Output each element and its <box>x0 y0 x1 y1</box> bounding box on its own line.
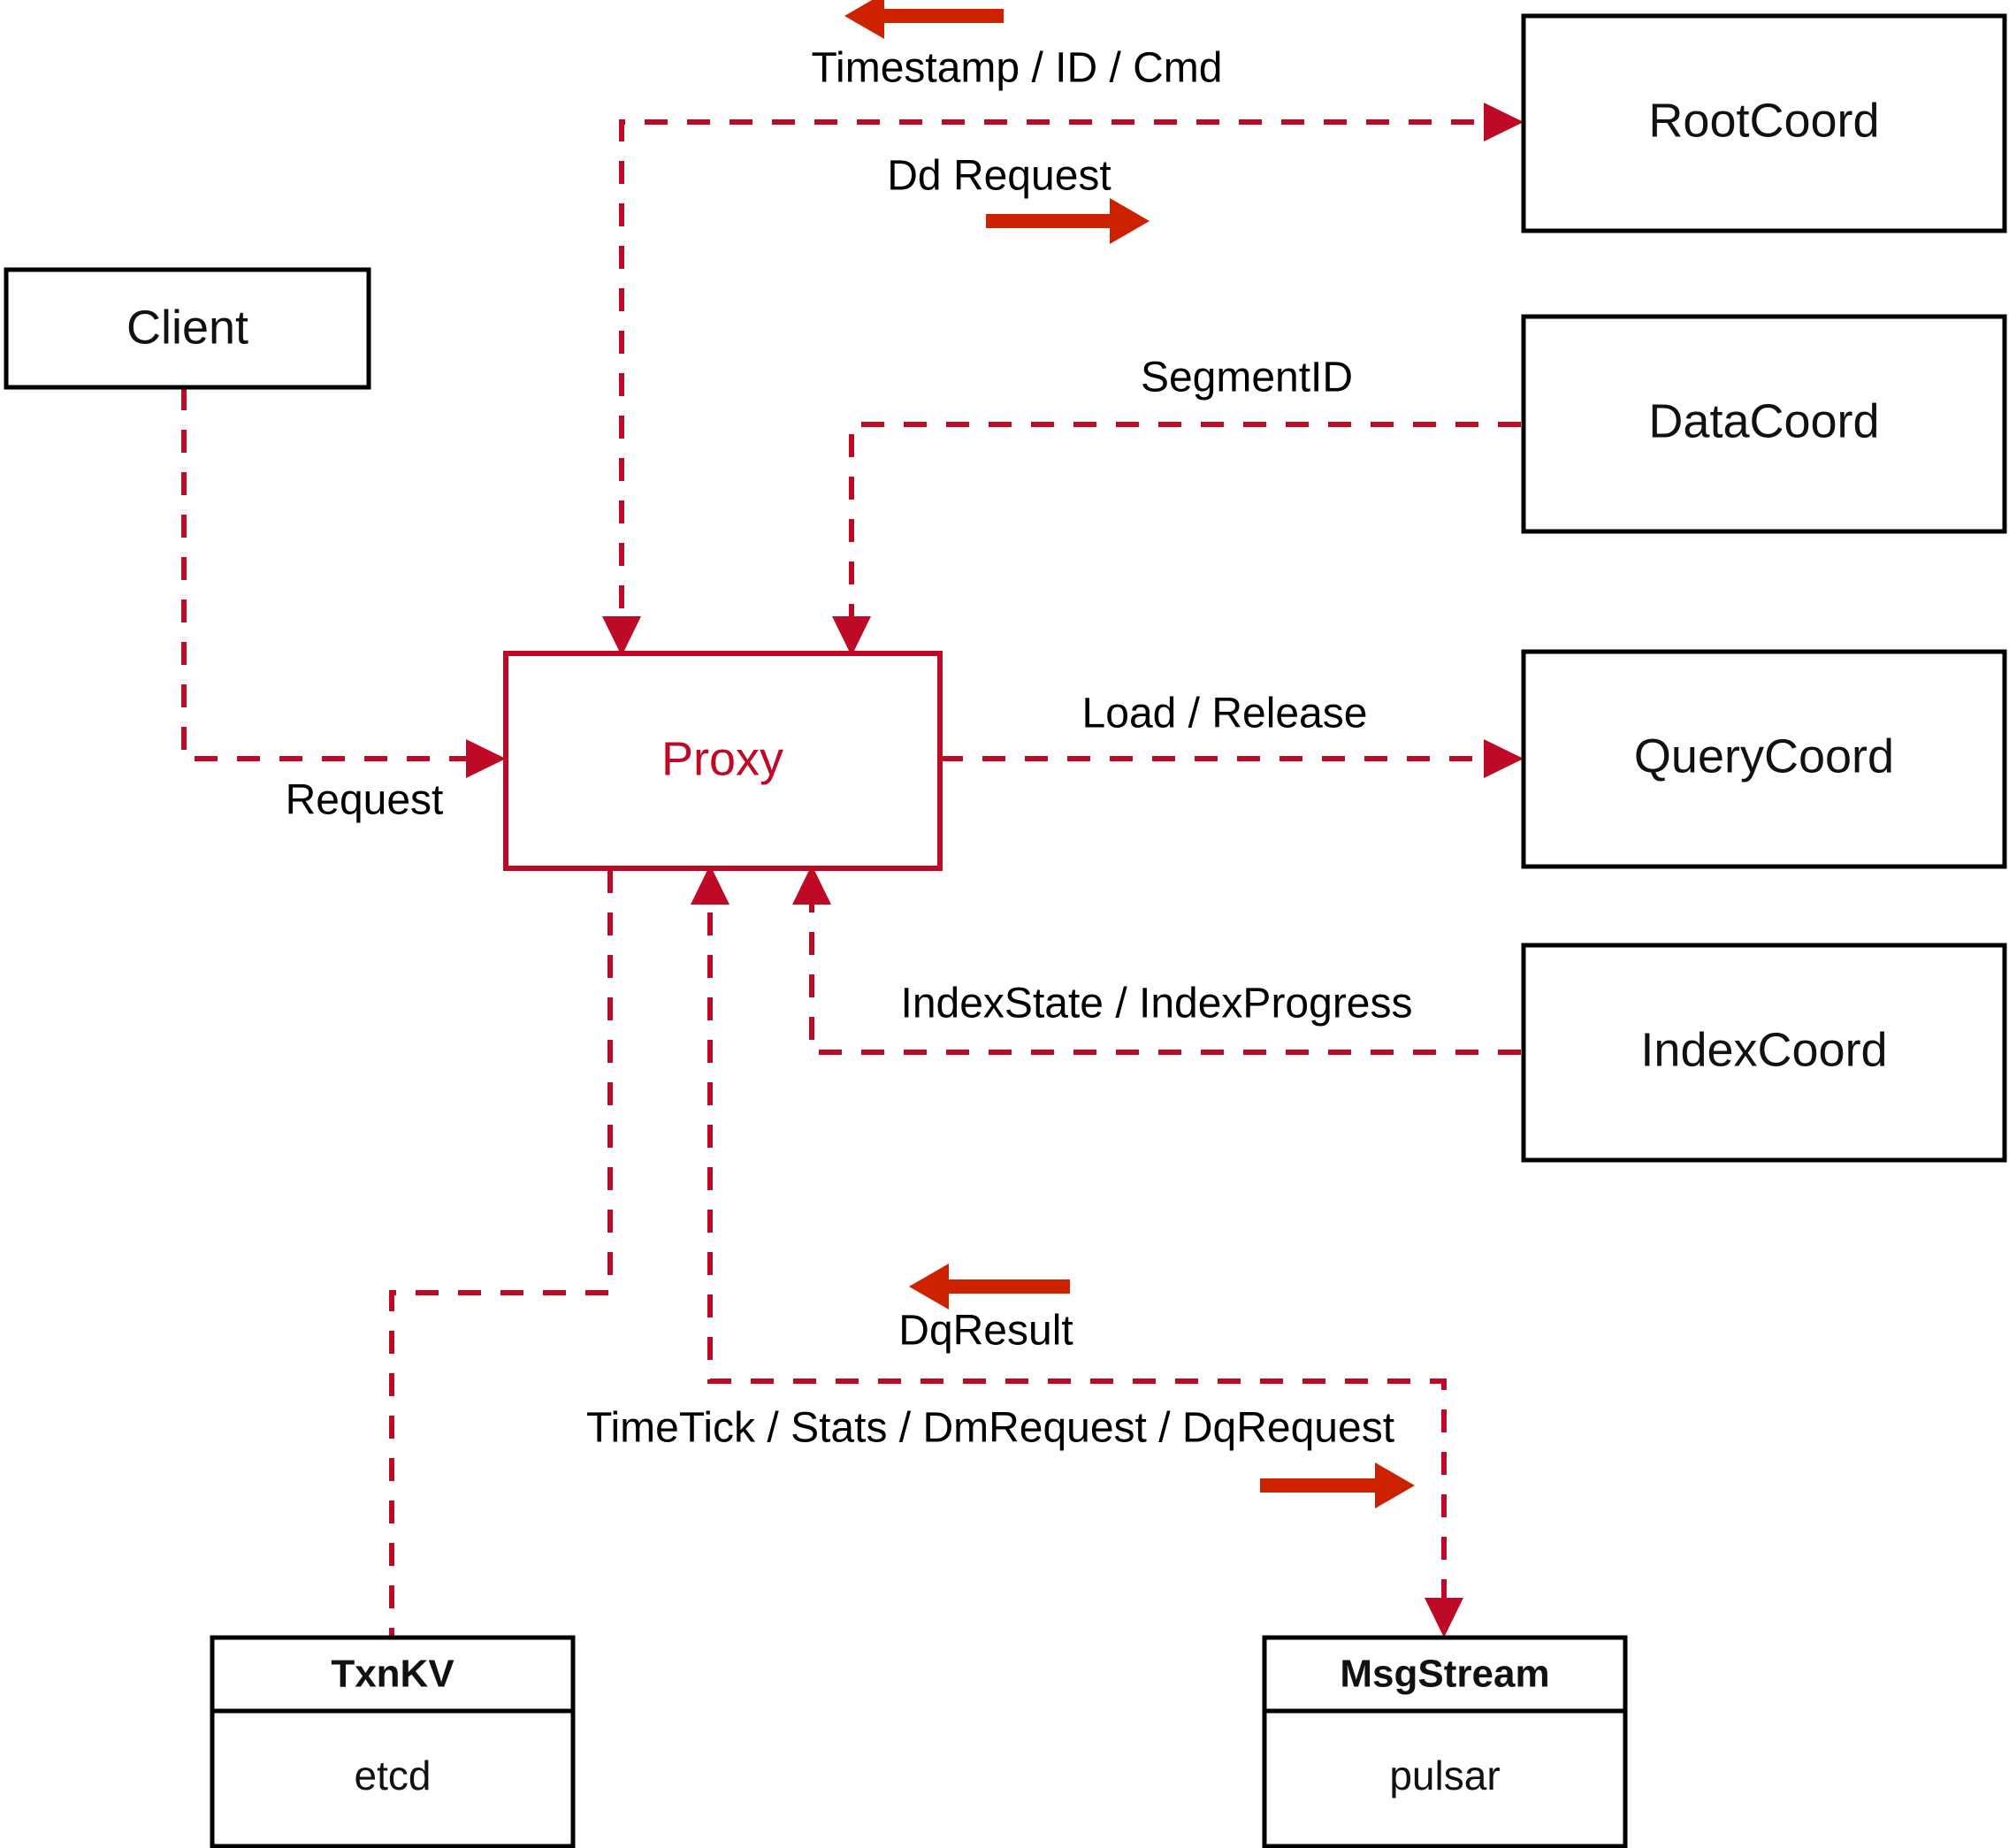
edge-label-timestamp-id-cmd: Timestamp / ID / Cmd <box>812 45 1223 92</box>
arrowhead-rootcoord-in <box>1484 103 1524 141</box>
node-querycoord[interactable]: QueryCoord <box>1521 649 2007 869</box>
node-datacoord-rect[interactable] <box>1521 314 2007 534</box>
edge-proxy-to-rootcoord <box>619 119 1503 651</box>
edge-client-to-proxy <box>181 387 495 761</box>
edge-proxy-to-msgstream <box>707 870 1447 1625</box>
node-querycoord-rect[interactable] <box>1521 649 2007 869</box>
edge-label-segment-id: SegmentID <box>1141 355 1353 401</box>
node-client-rect[interactable] <box>4 267 371 390</box>
arrowhead-proxy-in-bottom-mid <box>691 865 730 905</box>
node-rootcoord-label: RootCoord <box>1648 94 1879 147</box>
arrowhead-proxy-in-top-right <box>832 616 871 656</box>
node-proxy-rect[interactable] <box>503 651 943 871</box>
direction-arrow-dqresult-head <box>909 1264 949 1310</box>
node-txnkv-impl-label: etcd <box>355 1753 432 1798</box>
node-proxy[interactable]: Proxy <box>503 651 943 871</box>
node-txnkv-label: TxnKV <box>331 1653 455 1696</box>
arrowhead-proxy-in-left <box>466 739 506 778</box>
arrowhead-proxy-in-bottom-right <box>792 865 831 905</box>
node-querycoord-label: QueryCoord <box>1634 729 1894 783</box>
node-rootcoord-rect[interactable] <box>1521 13 2007 233</box>
node-msgstream-label: MsgStream <box>1340 1653 1549 1696</box>
node-msgstream-impl-label: pulsar <box>1389 1753 1500 1798</box>
node-rootcoord[interactable]: RootCoord <box>1521 13 2007 233</box>
node-msgstream[interactable]: MsgStream pulsar <box>1262 1635 1628 1848</box>
direction-arrow-msgstream-head <box>1375 1462 1415 1508</box>
edge-datacoord-to-proxy <box>849 422 1521 651</box>
edge-label-msgstream-traffic: TimeTick / Stats / DmRequest / DqRequest <box>586 1405 1394 1452</box>
node-msgstream-rect[interactable] <box>1262 1635 1628 1848</box>
node-indexcoord-rect[interactable] <box>1521 943 2007 1163</box>
node-indexcoord-label: IndexCoord <box>1640 1023 1887 1076</box>
node-indexcoord[interactable]: IndexCoord <box>1521 943 2007 1163</box>
edge-proxy-to-txnkv <box>389 870 613 1638</box>
node-client[interactable]: Client <box>4 267 371 390</box>
node-proxy-label: Proxy <box>661 732 783 785</box>
node-datacoord[interactable]: DataCoord <box>1521 314 2007 534</box>
node-txnkv[interactable]: TxnKV etcd <box>210 1635 576 1848</box>
node-client-label: Client <box>126 301 248 354</box>
edge-label-dq-result: DqResult <box>898 1308 1073 1355</box>
node-datacoord-label: DataCoord <box>1648 394 1879 447</box>
direction-arrow-timestamp-head <box>844 0 884 39</box>
arrowhead-msgstream-in <box>1425 1598 1463 1638</box>
arrowhead-proxy-in-top-left <box>602 616 641 656</box>
edge-label-dd-request: Dd Request <box>887 153 1111 200</box>
edge-label-load-release: Load / Release <box>1082 691 1368 737</box>
direction-arrow-ddrequest-head <box>1110 198 1150 244</box>
arrowhead-querycoord-in <box>1484 739 1524 778</box>
edge-label-index-state-progress: IndexState / IndexProgress <box>901 981 1413 1027</box>
edge-label-request: Request <box>286 777 444 824</box>
node-txnkv-rect[interactable] <box>210 1635 576 1848</box>
